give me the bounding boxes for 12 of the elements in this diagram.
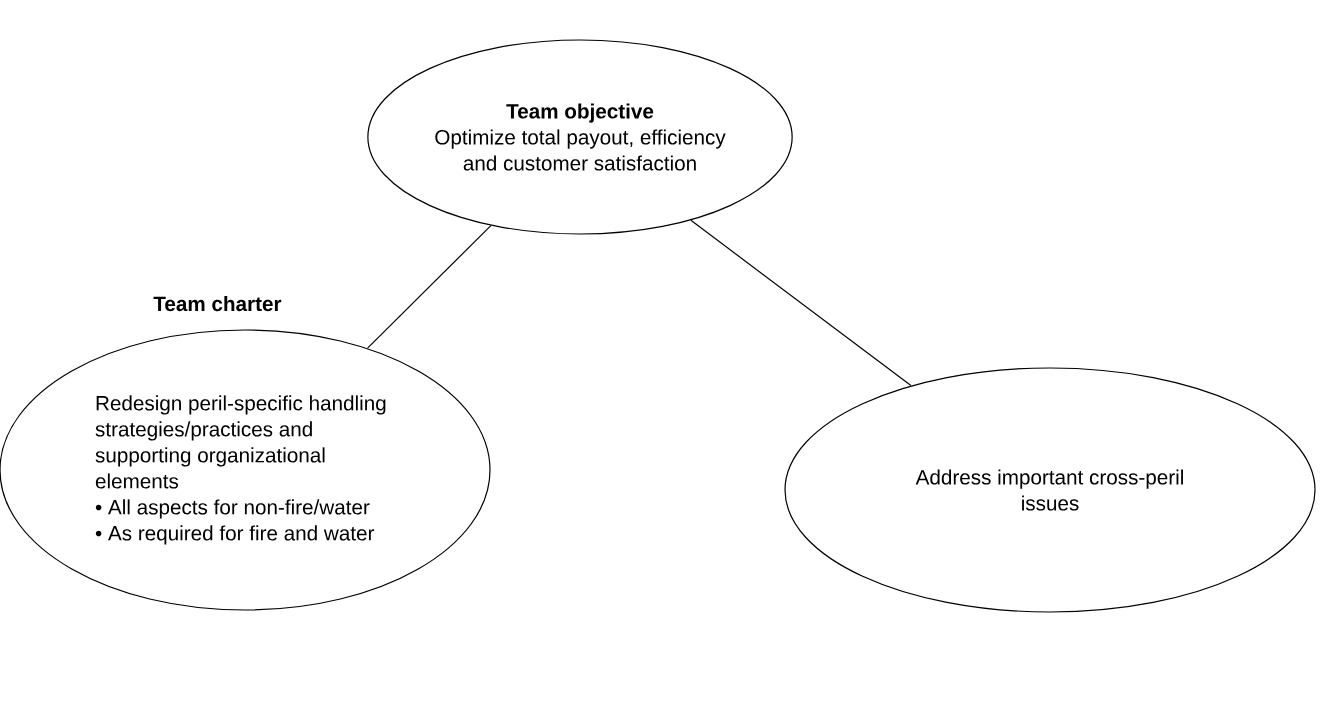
- bullet-item: • All aspects for non-fire/water: [95, 499, 370, 519]
- ellipse-node: [367, 39, 793, 235]
- ellipse-node: [784, 367, 1316, 613]
- body-text: Optimize total payout, efficiency and customer satisfaction: [435, 129, 726, 171]
- connector-line: [690, 219, 912, 387]
- connector-line: [367, 225, 492, 349]
- ellipse-node: [0, 295, 491, 611]
- bullet-item: • As required for fire and water: [95, 525, 375, 545]
- body-text: Redesign peril-specific handling strategies/practices and supporting organizational elements: [95, 395, 386, 489]
- body-text: Address important cross-peril issues: [915, 469, 1183, 511]
- heading-text: Team charter: [153, 295, 282, 312]
- heading-text: Team objective: [506, 103, 654, 123]
